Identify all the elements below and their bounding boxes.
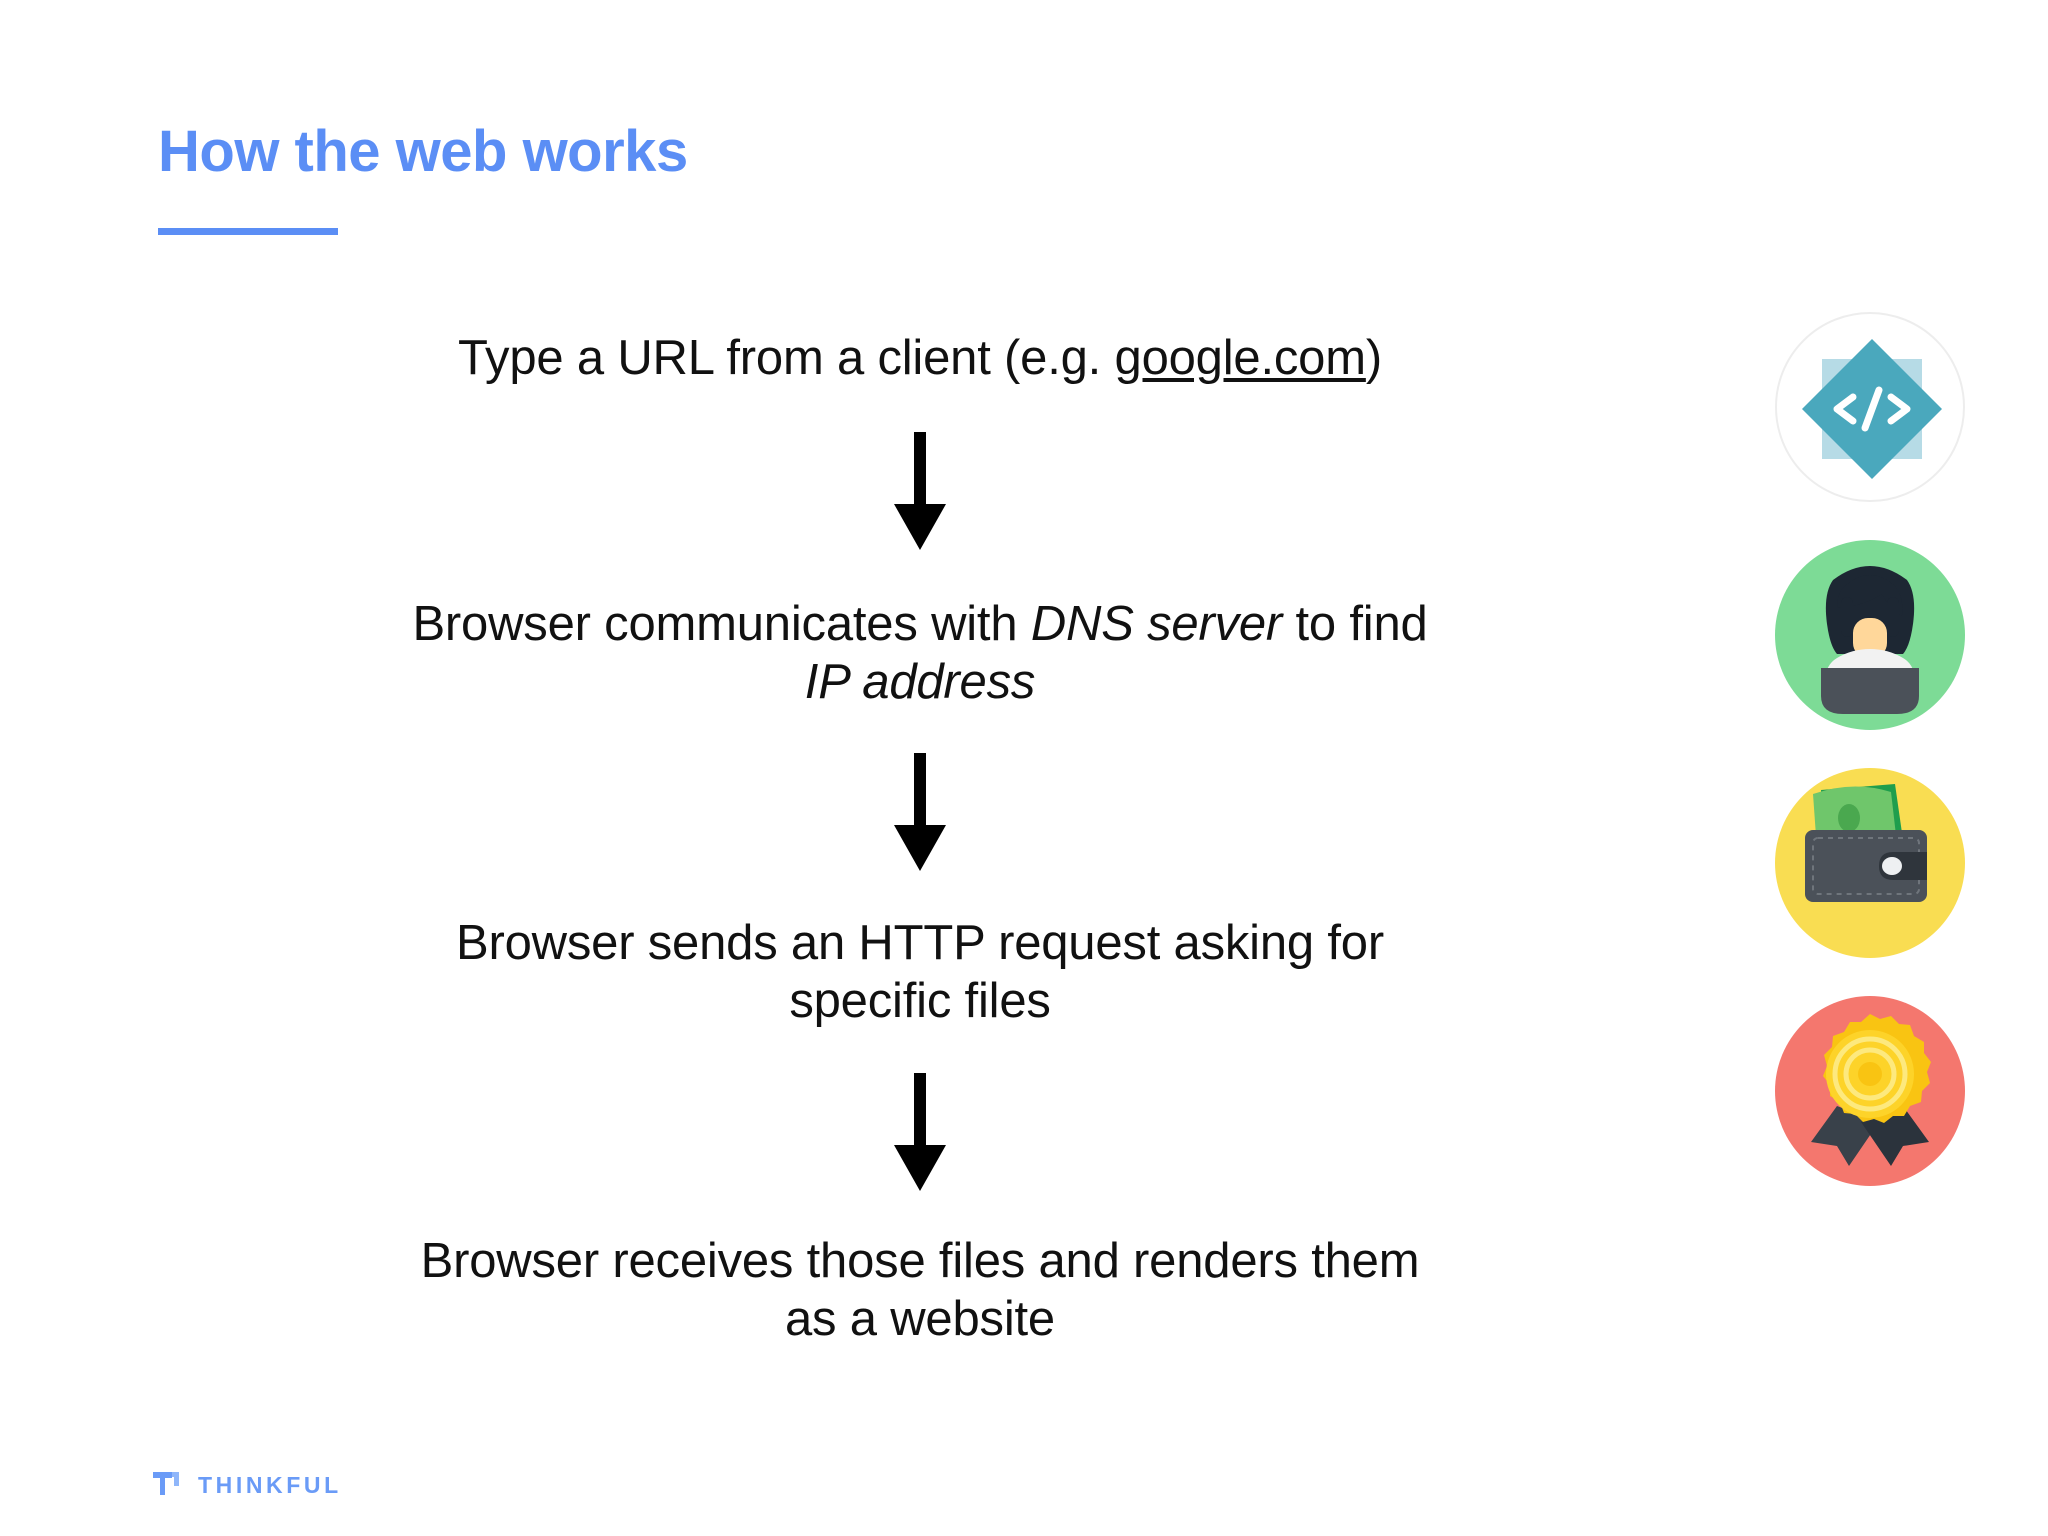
down-arrow-icon [894, 431, 946, 550]
icon-column [1775, 312, 1985, 1224]
flow-step-text: Browser sends an HTTP request asking for… [456, 916, 1384, 1029]
person-laptop-glyph [1821, 566, 1919, 714]
wallet-money-icon [1775, 768, 1965, 958]
code-diamond-icon [1775, 312, 1965, 502]
thinkful-logo: THINKFUL [150, 1468, 342, 1502]
thinkful-wordmark: THINKFUL [198, 1471, 342, 1498]
flow-step-text: Browser receives those files and renders… [420, 1234, 1420, 1346]
award-ribbon-icon [1775, 996, 1965, 1186]
icon-circle-red [1775, 996, 1965, 1186]
title-underline-rule [158, 228, 338, 235]
flow-step-dns: Browser communicates with DNS server to … [395, 596, 1445, 712]
thinkful-mark-icon [153, 1472, 179, 1495]
flow-step-text: Browser communicates with DNS server to … [412, 596, 1428, 709]
wallet-glyph [1805, 784, 1927, 902]
developer-person-icon [1775, 540, 1965, 730]
down-arrow-icon [894, 753, 946, 872]
code-diamond-glyph [1801, 339, 1943, 480]
flow-step-text: Type a URL from a client (e.g. google.co… [458, 331, 1382, 385]
page-title: How the web works [158, 119, 688, 184]
flow-step-render: Browser receives those files and renders… [395, 1233, 1445, 1349]
icon-circle-green [1775, 540, 1965, 730]
award-rosette-glyph [1811, 1014, 1931, 1166]
flow-step-http-request: Browser sends an HTTP request asking for… [395, 915, 1445, 1031]
down-arrow-icon [894, 1073, 946, 1192]
flow-step-type-url: Type a URL from a client (e.g. google.co… [458, 330, 1382, 388]
icon-circle-yellow [1775, 768, 1965, 958]
icon-circle-white [1775, 312, 1965, 502]
process-flow: Type a URL from a client (e.g. google.co… [330, 330, 1510, 1349]
